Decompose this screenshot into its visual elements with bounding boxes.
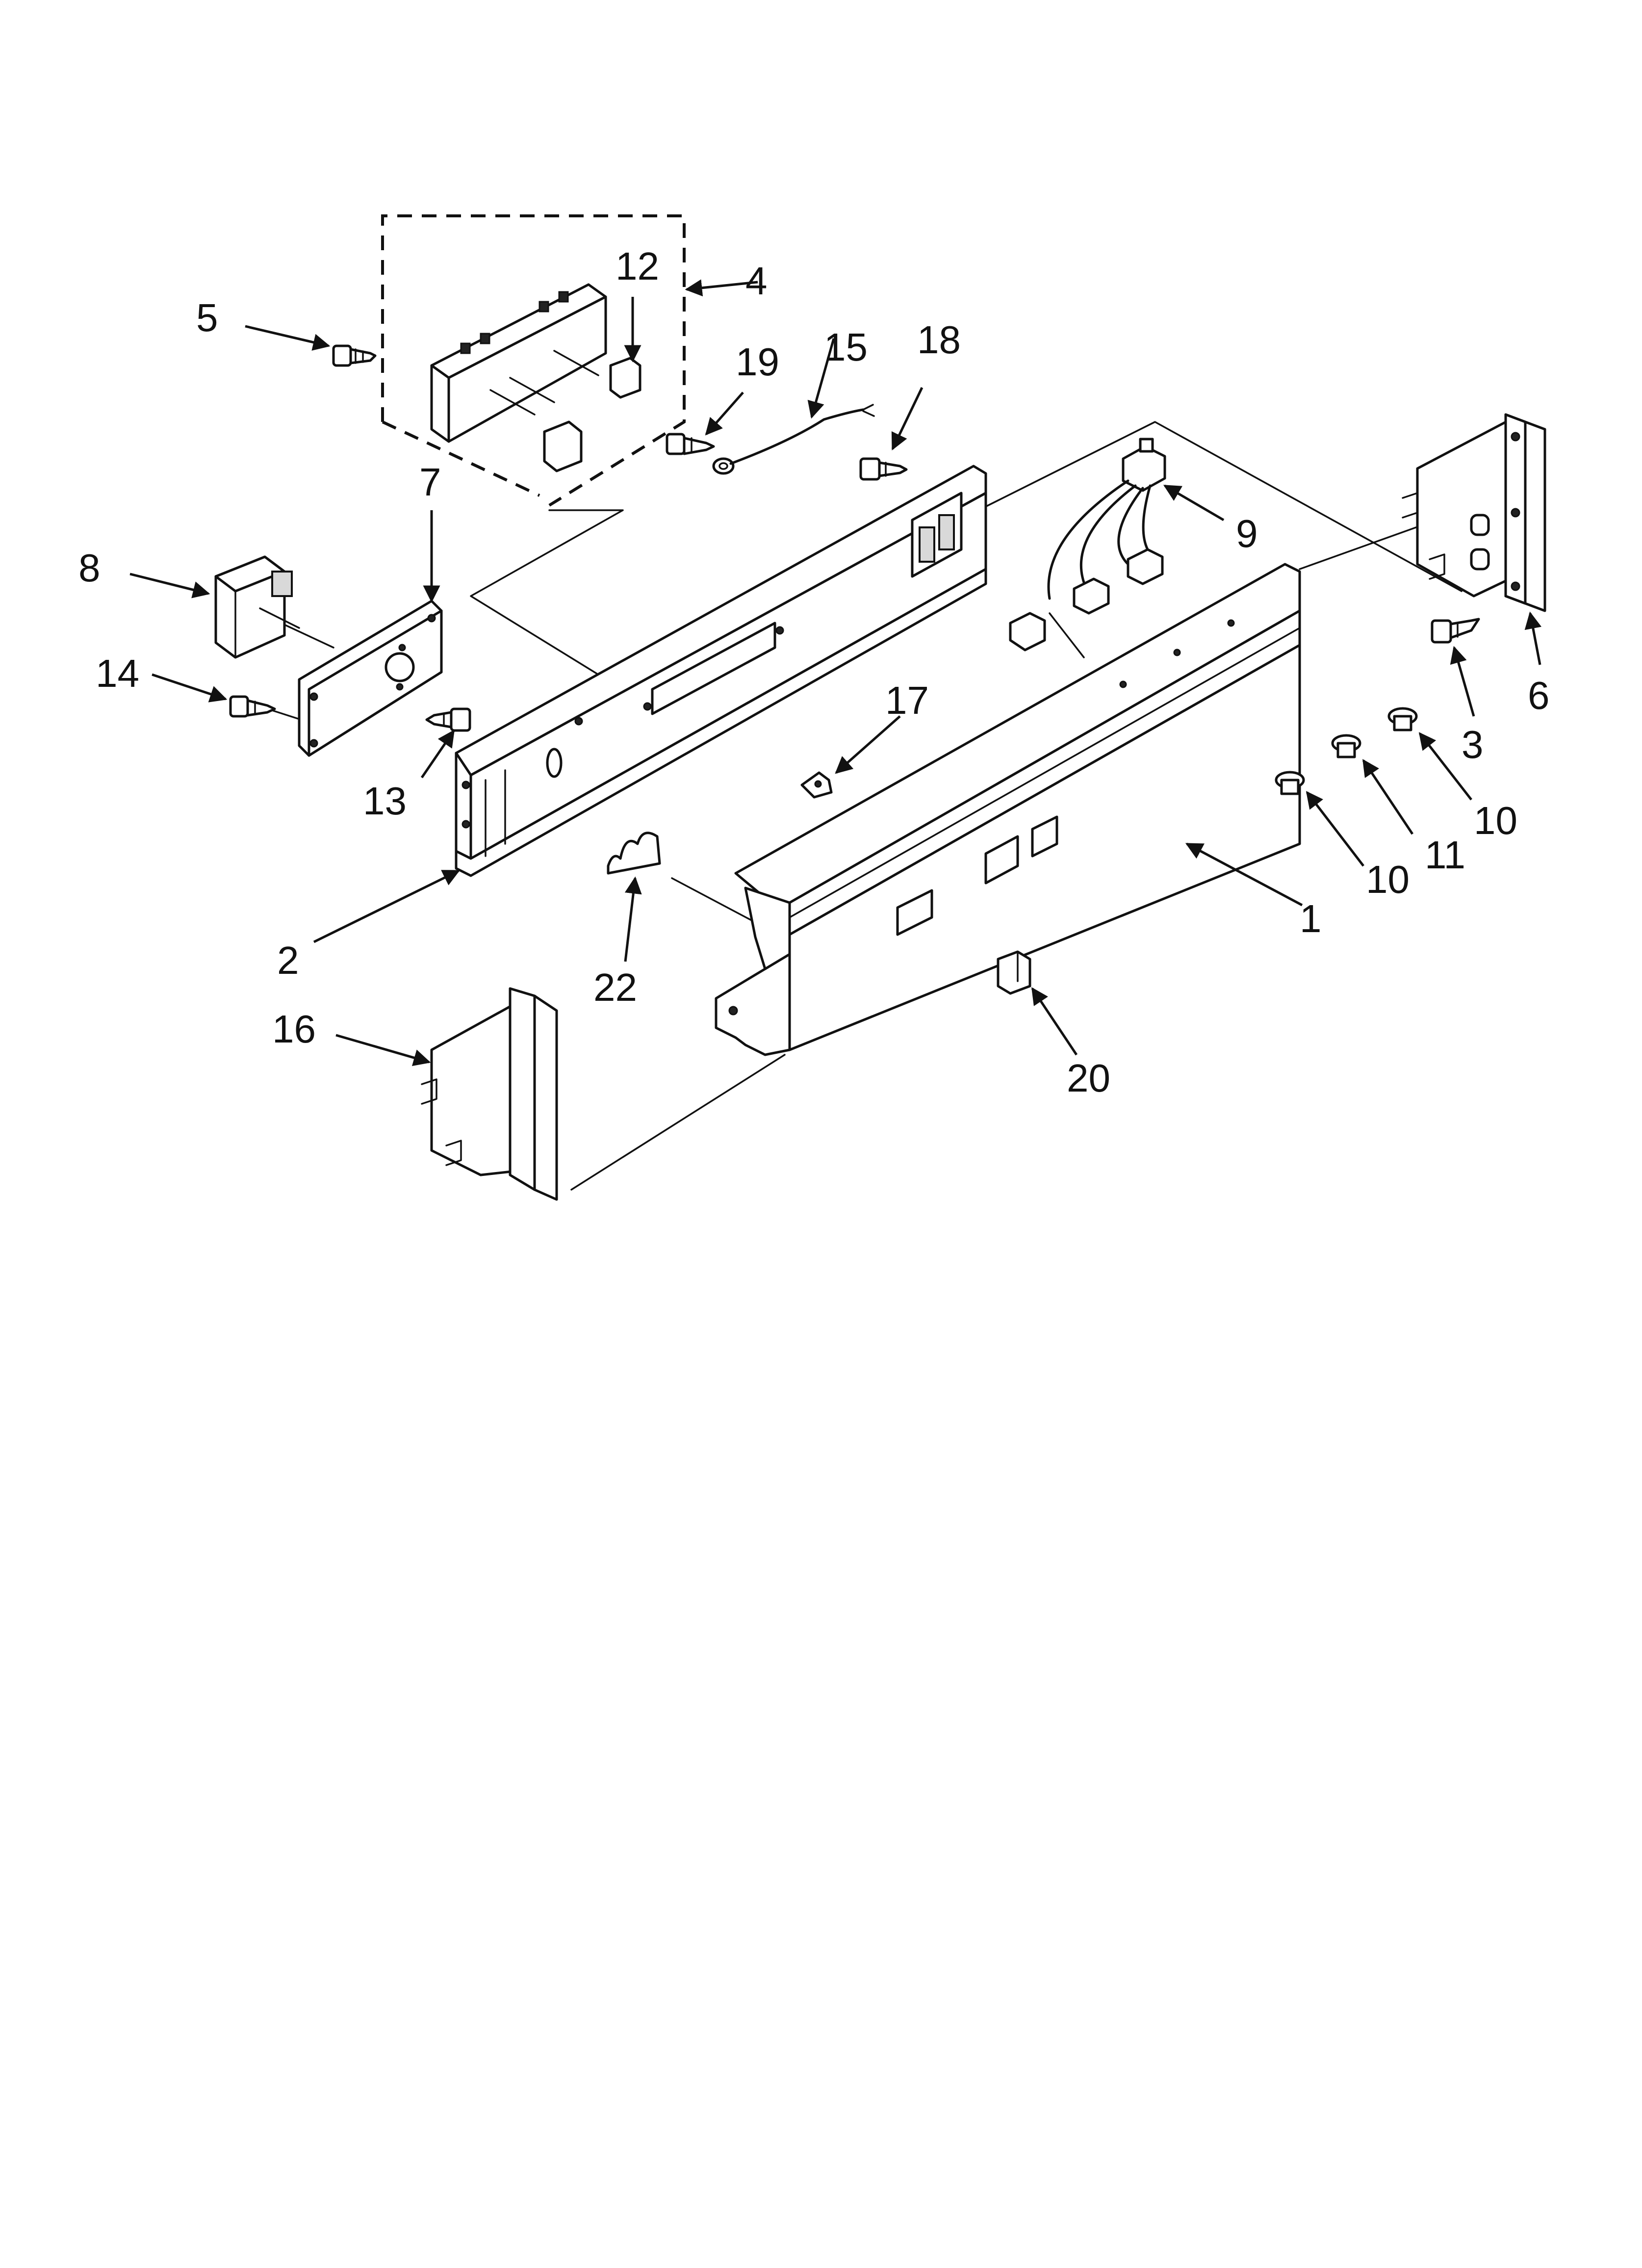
callout-15: 15 <box>824 325 868 369</box>
screw-18 <box>859 457 908 481</box>
callout-3: 3 <box>1462 723 1484 766</box>
screw-19 <box>666 433 715 455</box>
callout-labels: 1 2 3 4 5 6 7 8 9 10 10 11 12 13 14 15 1… <box>78 244 1550 1100</box>
control-assembly-4 <box>381 214 686 507</box>
callout-4: 4 <box>745 259 768 303</box>
callout-19: 19 <box>736 340 779 384</box>
callout-16: 16 <box>272 1007 316 1051</box>
callout-8: 8 <box>78 546 101 590</box>
callout-17: 17 <box>885 678 929 722</box>
screw-3 <box>1431 618 1480 644</box>
button-20 <box>997 950 1031 995</box>
callout-7: 7 <box>419 460 441 504</box>
front-panel-1 <box>715 563 1301 1056</box>
callout-11: 11 <box>1425 833 1465 877</box>
callout-22: 22 <box>593 965 637 1009</box>
screw-13 <box>425 707 471 732</box>
leader-arrows <box>129 279 1542 1067</box>
button-cap-12 <box>543 357 641 472</box>
screw-5 <box>332 344 377 367</box>
plug-10-top <box>1387 707 1418 731</box>
plug-10-bottom <box>1275 771 1305 795</box>
callout-14: 14 <box>96 652 139 695</box>
wire-harness-9 <box>1009 438 1166 652</box>
transformer-8 <box>214 555 300 659</box>
callout-6: 6 <box>1528 674 1550 717</box>
plug-11 <box>1331 734 1361 758</box>
end-cap-16 <box>421 987 558 1201</box>
chassis-rail-2 <box>455 465 987 877</box>
end-cap-6 <box>1402 413 1546 612</box>
clip-17 <box>800 771 833 799</box>
callout-5: 5 <box>196 296 218 339</box>
callout-18: 18 <box>917 318 961 362</box>
ground-wire-15 <box>712 404 875 475</box>
spring-clip-22 <box>607 832 661 875</box>
callout-9: 9 <box>1236 512 1258 555</box>
callout-12: 12 <box>616 244 659 288</box>
callout-20: 20 <box>1067 1056 1110 1100</box>
callout-13: 13 <box>363 779 407 823</box>
mounting-plate-7 <box>298 600 443 757</box>
callout-1: 1 <box>1300 897 1322 940</box>
callout-10-bottom: 10 <box>1366 858 1410 901</box>
callout-2: 2 <box>277 938 299 982</box>
screw-14 <box>229 695 276 718</box>
callout-10-top: 10 <box>1474 799 1517 842</box>
